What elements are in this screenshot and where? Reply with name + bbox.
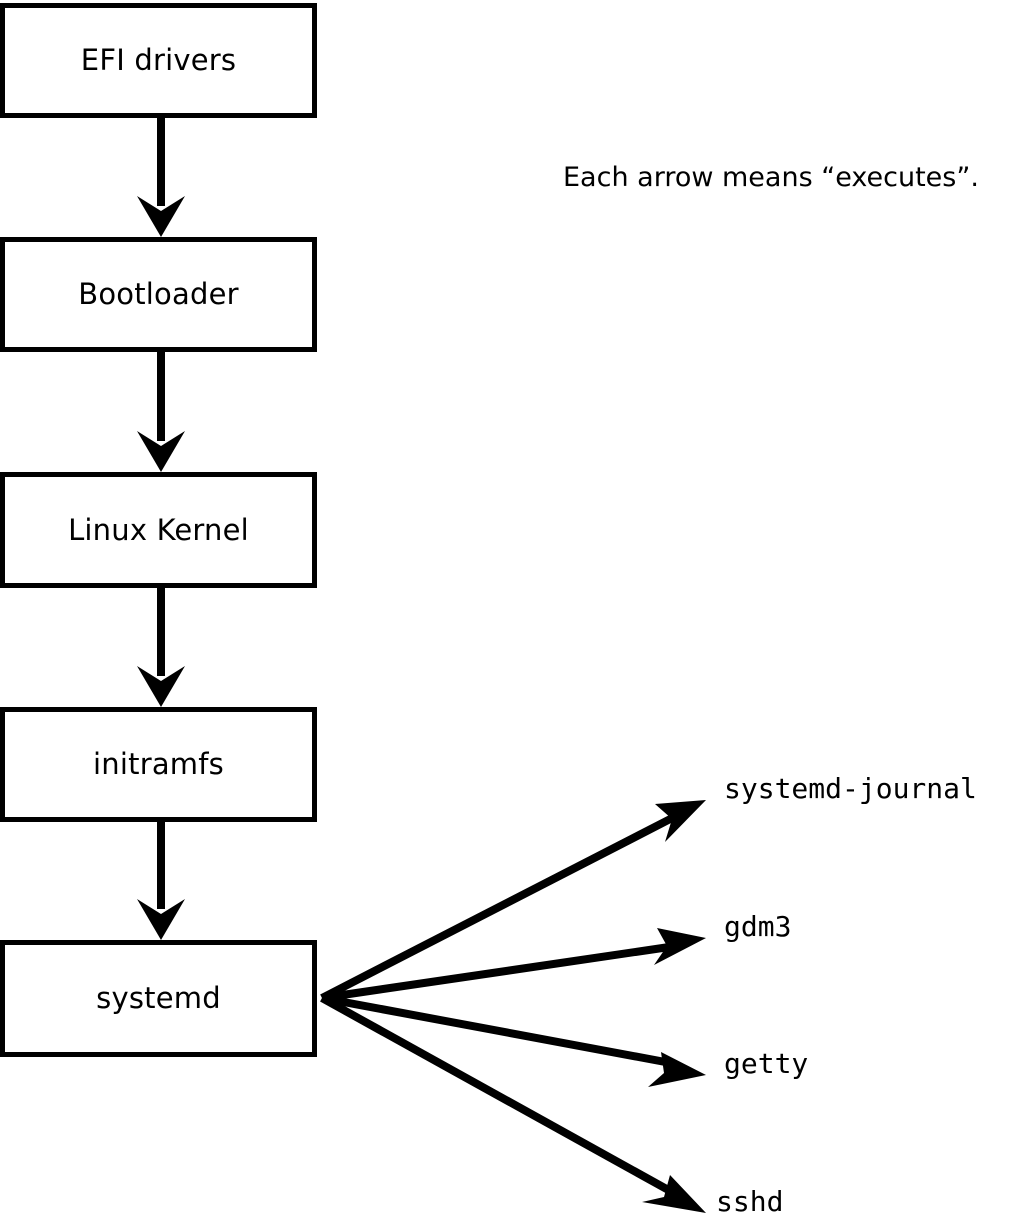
node-box-initramfs[interactable]: initramfs <box>0 707 317 822</box>
leaf-label-getty[interactable]: getty <box>724 1047 809 1080</box>
node-box-linux-kernel[interactable]: Linux Kernel <box>0 472 317 588</box>
leaf-label-gdm3[interactable]: gdm3 <box>724 910 792 943</box>
node-label-bootloader: Bootloader <box>78 277 239 311</box>
arrow-efi-to-bootloader <box>137 118 185 237</box>
node-box-efi-drivers[interactable]: EFI drivers <box>0 3 317 118</box>
arrow-systemd-to-systemd-journal <box>320 800 706 1002</box>
node-label-efi-drivers: EFI drivers <box>80 43 237 77</box>
leaf-label-sshd[interactable]: sshd <box>716 1185 784 1218</box>
arrow-bootloader-to-kernel <box>137 352 185 472</box>
arrow-systemd-to-getty <box>321 994 706 1087</box>
arrow-systemd-to-gdm3 <box>321 928 706 1002</box>
node-box-bootloader[interactable]: Bootloader <box>0 237 317 352</box>
arrow-kernel-to-initramfs <box>137 588 185 707</box>
node-box-systemd[interactable]: systemd <box>0 940 317 1057</box>
node-label-initramfs: initramfs <box>93 747 224 781</box>
legend-caption: Each arrow means “executes”. <box>563 162 979 193</box>
arrow-initramfs-to-systemd <box>137 822 185 940</box>
arrow-systemd-to-sshd <box>320 994 706 1213</box>
node-label-linux-kernel: Linux Kernel <box>68 512 249 547</box>
node-label-systemd: systemd <box>96 981 221 1015</box>
leaf-label-systemd-journal[interactable]: systemd-journal <box>724 772 977 805</box>
